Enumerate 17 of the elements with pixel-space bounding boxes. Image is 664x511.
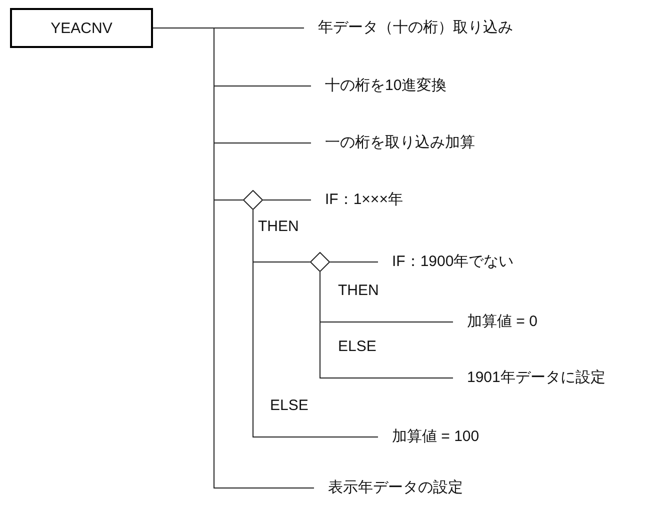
branch-label: THEN xyxy=(338,282,379,300)
branch-label: ELSE xyxy=(338,338,376,356)
process-text: IF：1×××年 xyxy=(311,191,403,209)
decision-diamond xyxy=(243,190,263,210)
process-text: 1901年データに設定 xyxy=(453,369,606,387)
module-box: YEACNV xyxy=(10,8,153,48)
branch-label: ELSE xyxy=(270,397,308,415)
decision-diamond xyxy=(310,252,330,272)
process-text: 十の桁を10進変換 xyxy=(311,77,447,95)
process-text: 加算値 = 0 xyxy=(453,313,538,331)
process-text: 年データ（十の桁）取り込み xyxy=(304,19,513,37)
process-text: IF：1900年でない xyxy=(378,253,514,271)
process-text: 一の桁を取り込み加算 xyxy=(311,134,475,152)
process-text: 加算値 = 100 xyxy=(378,428,480,446)
process-text: 表示年データの設定 xyxy=(314,479,463,497)
connector-line xyxy=(320,272,454,378)
branch-label: THEN xyxy=(258,218,299,236)
